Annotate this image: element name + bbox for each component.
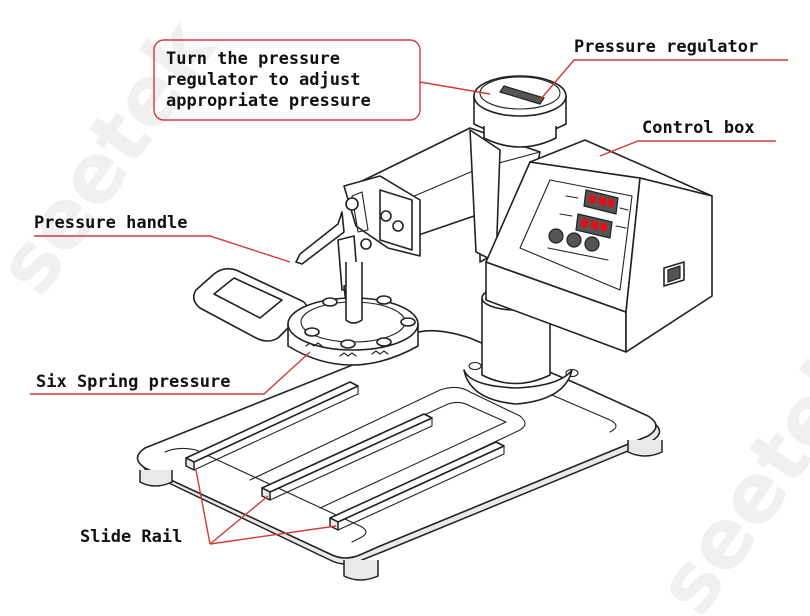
- slide-rails: [185, 381, 505, 531]
- pressure-regulator-label: Pressure regulator: [574, 37, 758, 57]
- callout-note: Turn the pressure regulator to adjust ap…: [153, 39, 491, 121]
- slide-rail-leader-3: [209, 525, 337, 545]
- control-box-label: Control box: [642, 118, 755, 138]
- pressure-regulator-leader: [539, 59, 788, 101]
- note-line-3: appropriate pressure: [166, 91, 371, 111]
- panel-markings: [547, 195, 629, 261]
- pressure-handle-label: Pressure handle: [34, 213, 188, 233]
- callout-pressure-regulator: Pressure regulator: [539, 37, 788, 101]
- pressure-regulator: [473, 75, 567, 148]
- control-box: [485, 139, 713, 353]
- six-spring-pressure-leader: [30, 351, 311, 395]
- slide-rail-leader-1: [195, 469, 211, 545]
- six-spring-platen: [287, 262, 419, 366]
- panel-buttons: [548, 228, 600, 252]
- display-top: [583, 189, 619, 215]
- note-line-1: Turn the pressure: [166, 49, 340, 69]
- pressure-handle-leader: [34, 235, 291, 263]
- slide-rail-leader-2: [209, 495, 269, 545]
- callout-control-box: Control box: [599, 118, 776, 157]
- note-leader-line: [419, 81, 491, 95]
- six-spring-pressure-label: Six Spring pressure: [36, 372, 230, 392]
- control-box-leader: [599, 140, 776, 157]
- watermark-text-2: seetek: [639, 322, 810, 616]
- note-box: [153, 39, 421, 121]
- callout-pressure-handle: Pressure handle: [34, 213, 291, 263]
- slide-rail-label: Slide Rail: [80, 527, 182, 547]
- platen-bolts: [304, 295, 416, 349]
- display-bottom: [575, 213, 613, 239]
- callout-slide-rail: Slide Rail: [80, 469, 337, 547]
- power-switch-icon: [663, 261, 685, 287]
- note-line-2: regulator to adjust: [166, 70, 360, 90]
- spring-icons: [305, 342, 389, 357]
- heat-press-machine: [136, 75, 713, 581]
- callout-six-spring-pressure: Six Spring pressure: [30, 351, 311, 395]
